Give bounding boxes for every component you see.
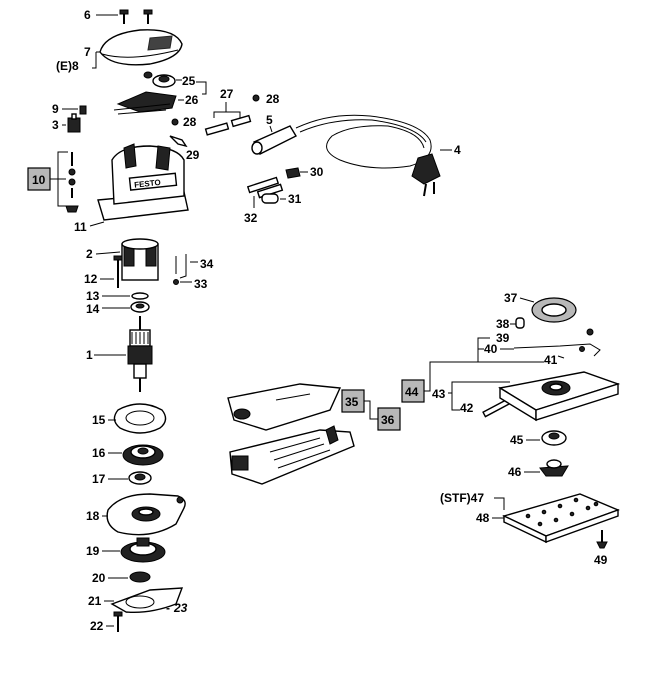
part-wire-34 (173, 254, 187, 285)
label-39: 39 (496, 331, 510, 345)
part-screws-6 (119, 9, 153, 24)
part-nut-small (143, 71, 153, 79)
label-44: 44 (405, 385, 419, 399)
label-27: 27 (220, 87, 234, 101)
part-connectors-27 (204, 114, 252, 136)
label-37: 37 (504, 291, 518, 305)
label-47: (STF)47 (440, 491, 484, 505)
label-34: 34 (200, 257, 214, 271)
label-28a: 28 (266, 92, 280, 106)
part-housing-11 (97, 143, 189, 221)
part-dust-bag-35 (227, 383, 342, 431)
part-switch-3 (67, 113, 81, 133)
part-spring-41 (513, 343, 601, 357)
label-18: 18 (86, 509, 100, 523)
part-base-43 (498, 371, 621, 422)
part-cover-7 (99, 29, 183, 66)
part-brush-holder-26 (113, 91, 177, 115)
part-sleeve-38 (515, 317, 525, 329)
label-7: 7 (84, 45, 91, 59)
label-35: 35 (345, 395, 359, 409)
label-8: (E)8 (56, 59, 79, 73)
label-43: 43 (432, 387, 446, 401)
part-bearing-20 (129, 571, 151, 583)
label-1: 1 (86, 348, 93, 362)
label-15: 15 (92, 413, 106, 427)
label-38: 38 (496, 317, 510, 331)
part-flange-18 (106, 493, 186, 536)
label-25: 25 (182, 74, 196, 88)
part-bearing-25 (152, 74, 176, 88)
part-pad-48 (502, 493, 620, 544)
part-power-cord-4 (295, 114, 441, 197)
label-22: 22 (90, 619, 104, 633)
part-fan-19 (120, 537, 166, 563)
label-12: 12 (84, 272, 98, 286)
label-30: 30 (310, 165, 324, 179)
label-16: 16 (92, 446, 106, 460)
label-14: 14 (86, 302, 100, 316)
label-20: 20 (92, 571, 106, 585)
part-screw-28b (171, 118, 179, 126)
label-36: 36 (381, 413, 395, 427)
part-bearing-17 (128, 471, 152, 485)
label-19: 19 (86, 544, 100, 558)
part-eccentric-46 (539, 459, 569, 477)
part-gasket-15 (113, 403, 167, 434)
label-10: 10 (32, 173, 46, 187)
label-5: 5 (266, 113, 273, 127)
label-32: 32 (244, 211, 258, 225)
label-40: 40 (484, 342, 498, 356)
label-13: 13 (86, 289, 100, 303)
part-bearing-14 (130, 301, 150, 313)
part-frame-36 (229, 425, 355, 485)
label-23: 23 (173, 601, 188, 615)
part-screw-22 (113, 611, 123, 632)
part-fan-16 (122, 444, 164, 466)
part-clip-29 (169, 135, 188, 148)
part-screws-10 (65, 152, 79, 213)
label-28b: 28 (183, 115, 197, 129)
part-screw-9 (79, 105, 87, 115)
label-49: 49 (594, 553, 608, 567)
part-clamp-30 (285, 167, 301, 179)
label-6: 6 (84, 8, 91, 22)
part-screw-39 (586, 328, 594, 336)
label-31: 31 (288, 192, 302, 206)
part-sleeve-31 (261, 193, 279, 204)
label-9: 9 (52, 102, 59, 116)
brand-logo: FESTO (134, 178, 161, 190)
part-washer-13 (131, 292, 149, 300)
part-field-2 (121, 238, 159, 281)
label-21: 21 (88, 594, 102, 608)
label-45: 45 (510, 433, 524, 447)
part-screw-49 (596, 530, 608, 549)
label-4: 4 (454, 143, 461, 157)
label-3: 3 (52, 118, 59, 132)
label-48: 48 (476, 511, 490, 525)
part-screw-28a (252, 94, 260, 102)
part-plate-21 (110, 587, 184, 614)
label-41: 41 (544, 353, 558, 367)
part-ring-37 (531, 297, 577, 323)
part-armature-1 (127, 316, 153, 392)
label-33: 33 (194, 277, 208, 291)
label-29: 29 (186, 148, 200, 162)
label-2: 2 (86, 247, 93, 261)
label-26: 26 (185, 93, 199, 107)
label-17: 17 (92, 472, 106, 486)
svg-text:-: - (166, 601, 170, 615)
part-sleeve-5 (251, 125, 297, 155)
part-bearing-45 (541, 430, 567, 446)
label-11: 11 (74, 220, 87, 234)
label-42: 42 (460, 401, 474, 415)
part-screw-12 (113, 255, 123, 288)
label-46: 46 (508, 465, 522, 479)
